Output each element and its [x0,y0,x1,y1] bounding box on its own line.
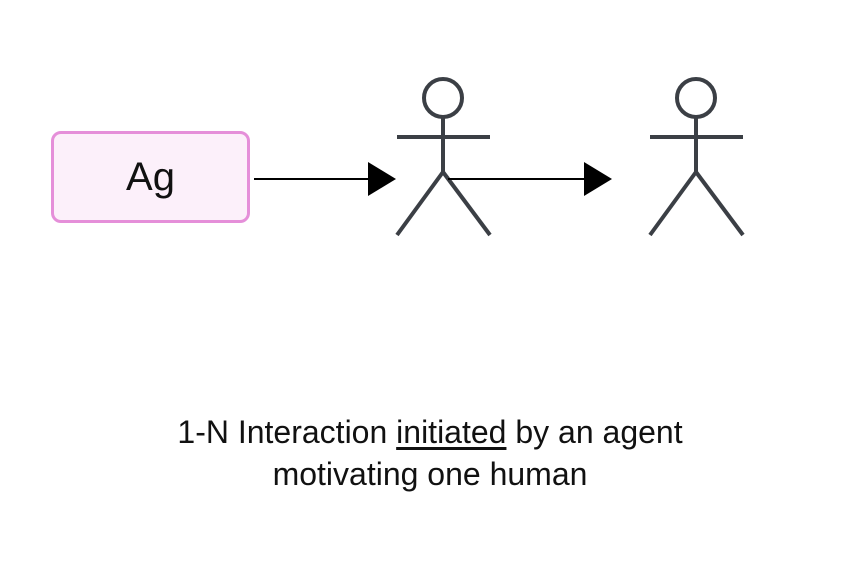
actor-human-1-icon [395,77,492,237]
actor-human-2-icon [648,77,745,237]
arrow-agent-to-human-1 [254,162,396,196]
caption-part-2: by an agent [506,414,683,450]
agent-label: Ag [126,154,175,199]
caption-line-1: 1-N Interaction initiated by an agent [0,411,842,453]
caption-line-2: motivating one human [272,456,588,492]
diagram-caption: 1-N Interaction initiated by an agent mo… [0,411,842,495]
arrow-human-1-to-human-2 [448,162,612,196]
caption-part-1: 1-N Interaction [177,414,397,450]
agent-box: Ag [51,131,250,223]
caption-emphasis: initiated [396,414,507,450]
